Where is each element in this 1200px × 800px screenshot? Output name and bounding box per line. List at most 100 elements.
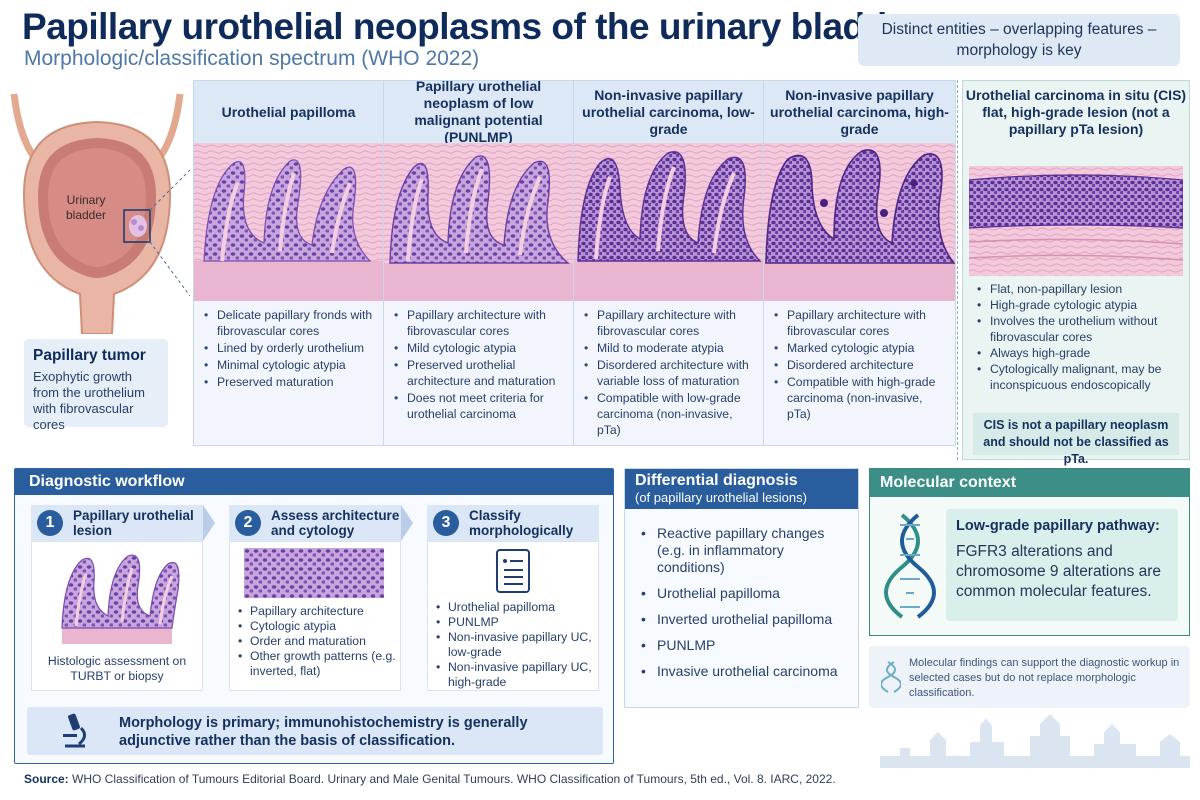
cis-heading: Urothelial carcinoma in situ (CIS) flat,… [965, 87, 1187, 137]
source-text: WHO Classification of Tumours Editorial … [68, 772, 836, 786]
differential-subtitle: (of papillary urothelial lesions) [635, 490, 807, 505]
bullet-item: Involves the urothelium without fibrovas… [977, 313, 1182, 345]
step-number: 1 [37, 510, 63, 536]
papillary-tumor-box: Papillary tumor Exophytic growth from th… [24, 339, 168, 432]
histology-thumbnail [61, 554, 180, 644]
cytology-thumbnail [244, 548, 384, 598]
bullet-item: Mild cytologic atypia [394, 340, 568, 356]
molecular-card: Low-grade papillary pathway: FGFR3 alter… [946, 509, 1178, 621]
workflow-arrows [203, 505, 413, 541]
papillary-tumor-description: Exophytic growth from the urothelium wit… [33, 369, 145, 432]
bullet-item: Other growth patterns (e.g. inverted, fl… [238, 649, 396, 679]
bullet-item: Papillary architecture with fibrovascula… [394, 307, 568, 339]
source-citation: Source: WHO Classification of Tumours Ed… [24, 772, 836, 786]
bullet-item: Non-invasive papillary UC, low-grade [436, 630, 596, 660]
column-bullets: Papillary architecture with fibrovascula… [394, 307, 568, 423]
list-item: Inverted urothelial papilloma [641, 611, 851, 628]
bullet-item: Disordered architecture with variable lo… [584, 357, 758, 389]
morphology-note: Morphology is primary; immunohistochemis… [27, 707, 603, 755]
document-icon [496, 549, 530, 593]
column-bullets: Papillary architecture with fibrovascula… [584, 307, 758, 439]
step-body: Histologic assessment on TURBT or biopsy [31, 541, 203, 691]
papillary-tumor-title: Papillary tumor [33, 347, 146, 364]
step-header: 2 Assess architecture and cytology [229, 505, 401, 541]
list-item: Reactive papillary changes (e.g. in infl… [641, 525, 851, 576]
bullet-item: PUNLMP [436, 615, 596, 630]
bullet-item: Always high-grade [977, 345, 1182, 361]
column-heading: Non-invasive papillary urothelial carcin… [764, 81, 955, 143]
column-heading: Urothelial papilloma [194, 81, 383, 143]
column-heading: Papillary urothelial neoplasm of low mal… [384, 78, 573, 145]
bullet-item: Marked cytologic atypia [774, 340, 948, 356]
workflow-step-3: 3 Classify morphologically Urothelial pa… [427, 505, 599, 693]
bullet-item: Compatible with low-grade carcinoma (non… [584, 390, 758, 438]
bullet-item: Does not meet criteria for urothelial ca… [394, 390, 568, 422]
bullet-item: Papillary architecture [238, 604, 396, 619]
bullet-item: Delicate papillary fronds with fibrovasc… [204, 307, 378, 339]
step-number: 3 [433, 510, 459, 536]
workflow-step-2: 2 Assess architecture and cytology Papil… [229, 505, 401, 693]
step-bullets: Urothelial papilloma PUNLMP Non-invasive… [436, 600, 596, 690]
list-item: Urothelial papilloma [641, 585, 851, 602]
molecular-context-panel: Molecular context Low-grade papillary pa… [869, 468, 1190, 636]
cis-bullets: Flat, non-papillary lesion High-grade cy… [977, 281, 1182, 393]
step-bullets: Papillary architecture Cytologic atypia … [238, 604, 396, 679]
cis-note: CIS is not a papillary neoplasm and shou… [973, 413, 1179, 466]
molecular-card-title: Low-grade papillary pathway: [956, 518, 1160, 534]
molecular-note-text: Molecular findings can support the diagn… [909, 657, 1180, 699]
column-heading: Non-invasive papillary urothelial carcin… [574, 81, 763, 143]
arrow-icon [203, 505, 215, 541]
cis-panel: Urothelial carcinoma in situ (CIS) flat,… [962, 80, 1190, 466]
spectrum-column-low-grade: Non-invasive papillary urothelial carcin… [574, 81, 764, 445]
page-title: Papillary urothelial neoplasms of the ur… [22, 6, 921, 47]
dna-small-icon [881, 661, 901, 693]
step-body: Papillary architecture Cytologic atypia … [229, 541, 401, 691]
bullet-item: Cytologically malignant, may be inconspi… [977, 361, 1182, 393]
bullet-item: Mild to moderate atypia [584, 340, 758, 356]
bullet-item: Flat, non-papillary lesion [977, 281, 1182, 297]
column-bullets: Papillary architecture with fibrovascula… [774, 307, 948, 423]
differential-title: Differential diagnosis [635, 472, 798, 489]
spectrum-column-high-grade: Non-invasive papillary urothelial carcin… [764, 81, 955, 445]
step-label: Papillary urothelial lesion [73, 508, 194, 538]
bullet-item: Compatible with high-grade carcinoma (no… [774, 374, 948, 422]
spectrum-column-punlmp: Papillary urothelial neoplasm of low mal… [384, 78, 574, 445]
dna-icon [884, 513, 936, 619]
bullet-item: Papillary architecture with fibrovascula… [774, 307, 948, 339]
city-skyline-decoration [880, 714, 1190, 768]
step-body: Urothelial papilloma PUNLMP Non-invasive… [427, 541, 599, 691]
histology-image-low-grade [574, 143, 763, 301]
microscope-icon [63, 713, 86, 748]
step-header: 3 Classify morphologically [427, 505, 599, 541]
differential-diagnosis-panel: Differential diagnosis (of papillary uro… [624, 468, 859, 708]
cis-divider [957, 80, 958, 460]
molecular-title: Molecular context [870, 469, 1189, 497]
differential-list: Reactive papillary changes (e.g. in infl… [641, 525, 851, 689]
list-item: PUNLMP [641, 637, 851, 654]
bullet-item: Preserved urothelial architecture and ma… [394, 357, 568, 389]
bullet-item: Cytologic atypia [238, 619, 396, 634]
bullet-item: Disordered architecture [774, 357, 948, 373]
morphology-note-text: Morphology is primary; immunohistochemis… [119, 715, 528, 749]
bullet-item: Papillary architecture with fibrovascula… [584, 307, 758, 339]
workflow-title: Diagnostic workflow [15, 469, 613, 495]
molecular-note: Molecular findings can support the diagn… [869, 646, 1190, 708]
page-subtitle: Morphologic/classification spectrum (WHO… [24, 47, 480, 70]
source-label: Source: [24, 772, 69, 786]
step-label: Assess architecture and cytology [271, 508, 400, 538]
column-bullets: Delicate papillary fronds with fibrovasc… [204, 307, 378, 391]
list-item: Invasive urothelial carcinoma [641, 663, 851, 680]
diagnostic-workflow-panel: Diagnostic workflow 1 Papillary urotheli… [14, 468, 614, 764]
histology-image-papilloma [194, 143, 383, 301]
bullet-item: Minimal cytologic atypia [204, 357, 378, 373]
differential-header: Differential diagnosis (of papillary uro… [625, 469, 858, 509]
bladder-illustration [10, 93, 190, 334]
bullet-item: Urothelial papilloma [436, 600, 596, 615]
bullet-item: Order and maturation [238, 634, 396, 649]
bullet-item: High-grade cytologic atypia [977, 297, 1182, 313]
histology-image-cis [969, 166, 1183, 353]
step-caption: Histologic assessment on TURBT or biopsy [47, 654, 187, 683]
histology-image-punlmp [384, 143, 573, 301]
bladder-label: Urinary bladder [65, 193, 107, 222]
bullet-item: Lined by orderly urothelium [204, 340, 378, 356]
